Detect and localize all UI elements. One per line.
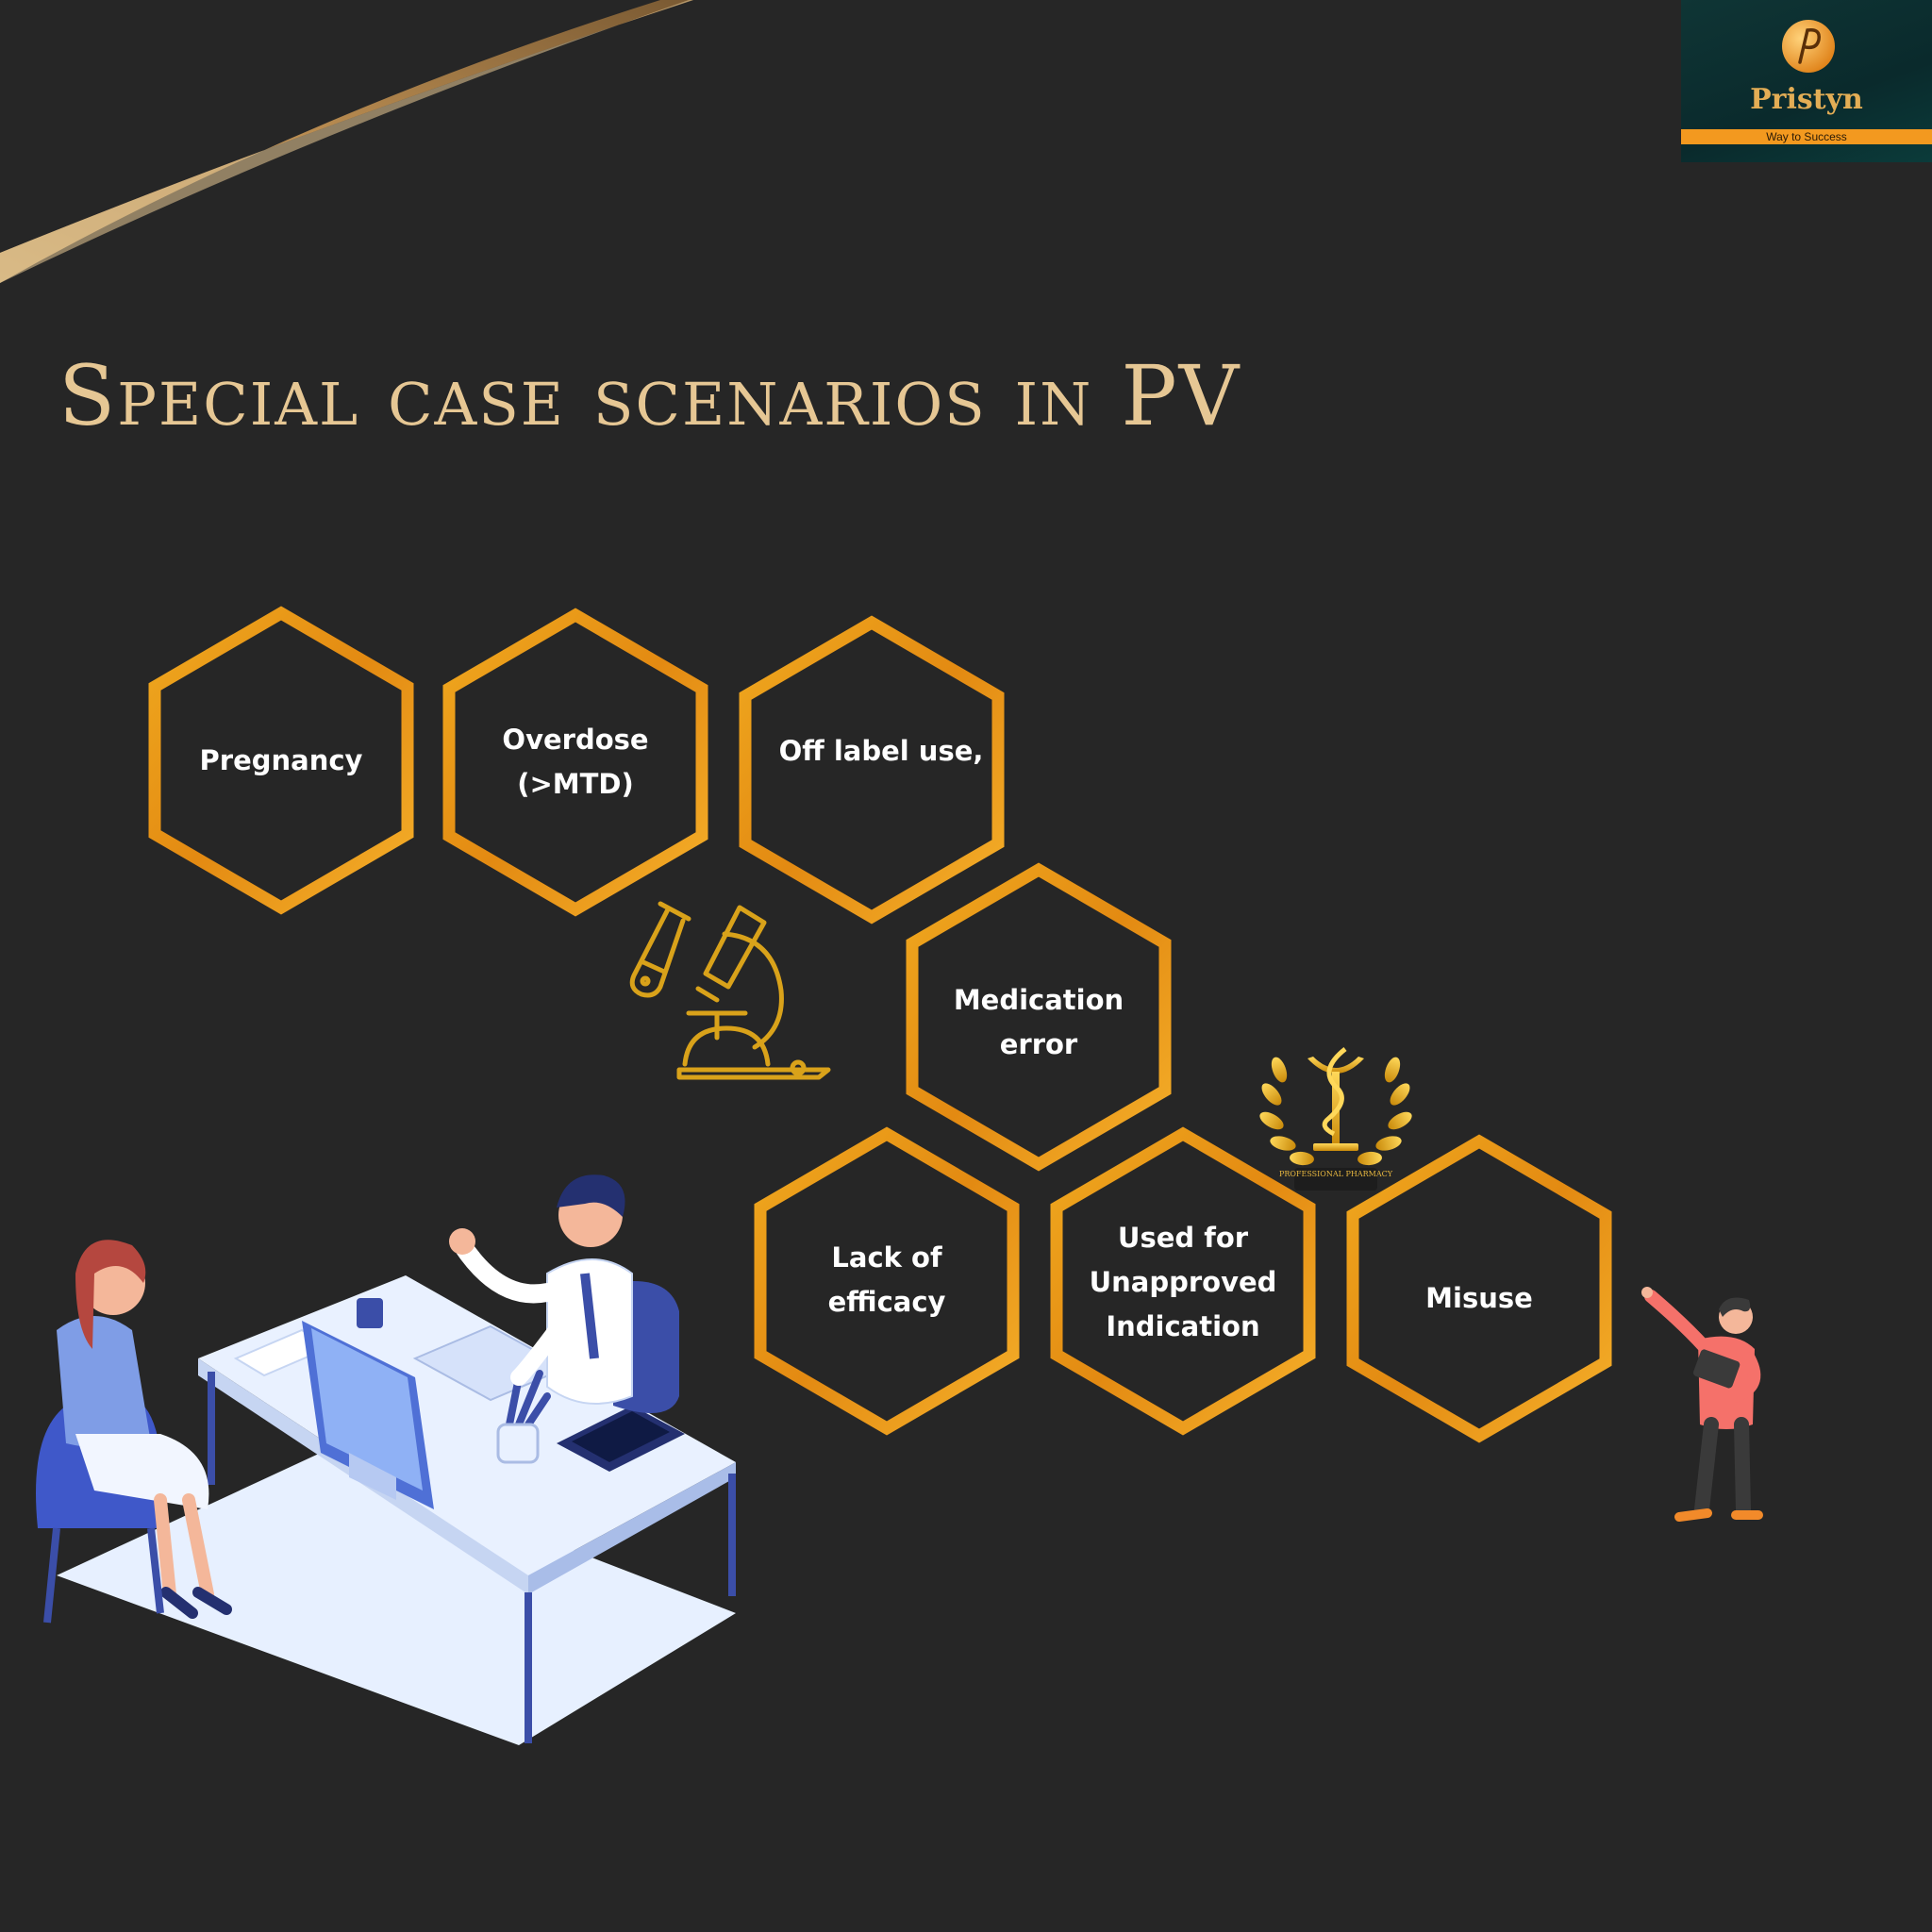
logo-tagline: Way to Success — [1766, 130, 1847, 143]
scenario-overdose: Overdose (>MTD) — [502, 724, 649, 800]
logo-tagline-bar — [1681, 129, 1932, 144]
hexagon-pregnancy — [148, 606, 414, 915]
hexagon-lack-of-efficacy — [754, 1126, 1020, 1436]
scenario-unapproved-indication: Used for Unapproved Indication — [1089, 1221, 1277, 1342]
pristyn-logo: Pristyn Way to Success — [1681, 0, 1932, 162]
microscope-icon — [629, 901, 831, 1080]
hexagon-misuse — [1346, 1134, 1612, 1443]
badge-text: PROFESSIONAL PHARMACY — [1279, 1170, 1393, 1178]
doctor-consultation-illustration — [36, 1174, 736, 1745]
hexagon-medication-error — [906, 862, 1172, 1172]
pharmacy-laurel-badge-icon: PROFESSIONAL PHARMACY — [1259, 1047, 1412, 1191]
pristyn-p-emblem-icon — [1782, 20, 1835, 73]
scenario-pregnancy: Pregnancy — [199, 743, 363, 776]
hexagon-unapproved-indication — [1050, 1126, 1316, 1436]
hexagon-overdose — [442, 608, 708, 917]
scenario-off-label-use: Off label use, — [778, 734, 984, 767]
scenario-lack-of-efficacy: Lack of efficacy — [827, 1241, 946, 1318]
slide-title: Special case scenarios in PV — [58, 347, 1241, 444]
presenter-illustration — [1641, 1287, 1763, 1522]
scenario-medication-error: Medication error — [953, 984, 1124, 1060]
logo-name: Pristyn — [1750, 83, 1863, 116]
hexagon-off-label-use — [739, 615, 1005, 924]
scenario-misuse: Misuse — [1425, 1281, 1533, 1314]
